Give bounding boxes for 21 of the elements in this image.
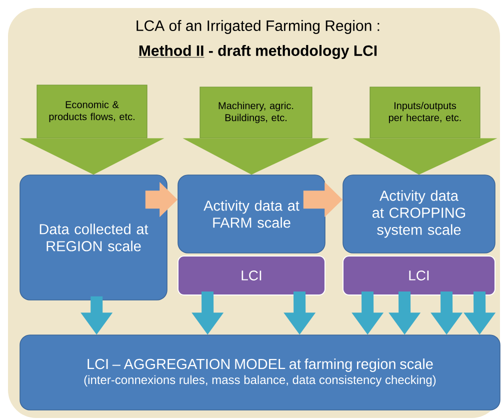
down-arrow [352,292,384,335]
down-arrow [284,292,316,335]
down-arrow [80,296,113,335]
title: LCA of an Irrigated Farming Region : [136,20,380,34]
input-arrow [20,138,164,175]
input-box: Economic & products flows, etc. [36,84,148,138]
down-arrow [192,292,224,335]
down-arrow [430,292,463,335]
lci-box: LCI [178,255,326,296]
input-box: Inputs/outputs per hectare, etc. [370,86,480,138]
down-arrow [388,292,421,335]
input-arrow [182,138,330,175]
process-box: Data collected at REGION scale [20,174,168,300]
down-arrow [464,292,496,335]
process-box: Activity data at CROPPING system scale [342,174,496,254]
lci-box: LCI [342,255,496,296]
model-box: LCI – AGGREGATION MODEL at farming region scale (inter-connexions rules, mass balance, data consistency checking) [20,334,500,410]
input-arrow [352,138,498,175]
subtitle: Method II - draft methodology LCI [138,44,377,60]
process-box: Activity data at FARM scale [178,174,326,254]
input-box: Machinery, agric. Buildings, etc. [200,86,312,138]
